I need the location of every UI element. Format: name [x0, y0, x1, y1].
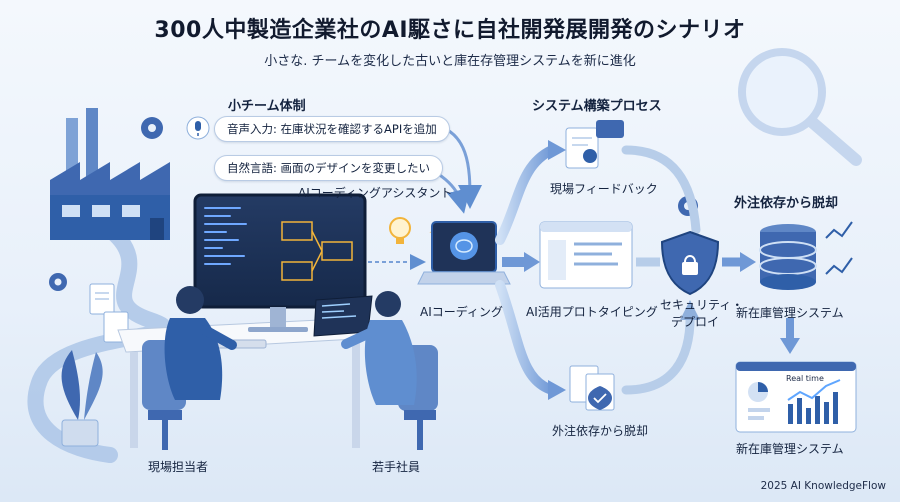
laptop-right [313, 295, 373, 337]
ai-coding-label: AIコーディング [420, 305, 503, 319]
factory-icon [50, 108, 170, 240]
mini-chart-icon [825, 221, 853, 275]
flow-to-outsourcing [495, 280, 557, 395]
team-heading: 小チーム体制 [228, 99, 306, 114]
result-heading: 外注依存から脱却 [734, 196, 839, 211]
dashboard-realtime-tag: Real time [786, 374, 824, 383]
person-left-figure [142, 286, 237, 450]
security-deploy-line2: デプロイ [670, 315, 719, 329]
magnifier-icon [738, 48, 862, 166]
outsourcing-exit-label: 外注依存から脱却 [552, 424, 649, 438]
plant-icon [61, 350, 103, 447]
feedback-document-icon [565, 120, 624, 169]
security-deploy-line1: セキュリティ・ [660, 298, 744, 312]
footer-credit: 2025 AI KnowledgeFlow [760, 480, 886, 492]
new-system-label-1: 新在庫管理システム [736, 306, 844, 320]
natural-language-bubble: 自然言語: 画面のデザインを変更したい [214, 155, 444, 181]
outsourcing-documents-icon [569, 365, 615, 411]
lightbulb-icon [389, 217, 411, 244]
dashboard-icon [735, 361, 857, 433]
feedback-label: 現場フィードバック [550, 182, 658, 196]
flow-to-feedback [495, 145, 557, 245]
microphone-icon [186, 116, 210, 140]
database-icon [759, 224, 817, 290]
person-right-figure [341, 291, 438, 450]
ai-laptop-icon [417, 221, 511, 285]
prototype-window-icon [539, 221, 633, 289]
new-system-label-2: 新在庫管理システム [736, 442, 844, 456]
page-subtitle: 小さな. チームを変化した古いと庫在存管理システムを新に進化 [264, 54, 636, 69]
prototyping-label: AI活用プロトタイピング [526, 305, 658, 319]
page-title: 300人中製造企業社のAI駆さに自社開発展開発のシナリオ [154, 18, 746, 43]
person-right-label: 若手社員 [372, 460, 421, 474]
person-left-label: 現場担当者 [148, 460, 209, 474]
security-shield-icon [660, 230, 720, 296]
voice-input-bubble: 音声入力: 在庫状況を確認するAPIを追加 [214, 116, 450, 142]
monitor-with-code [193, 193, 367, 332]
ai-assistant-label: AIコーディングアシスタント [298, 186, 453, 200]
process-heading: システム構築プロセス [532, 99, 662, 114]
security-deploy-label: セキュリティ・ デプロイ [660, 296, 744, 330]
